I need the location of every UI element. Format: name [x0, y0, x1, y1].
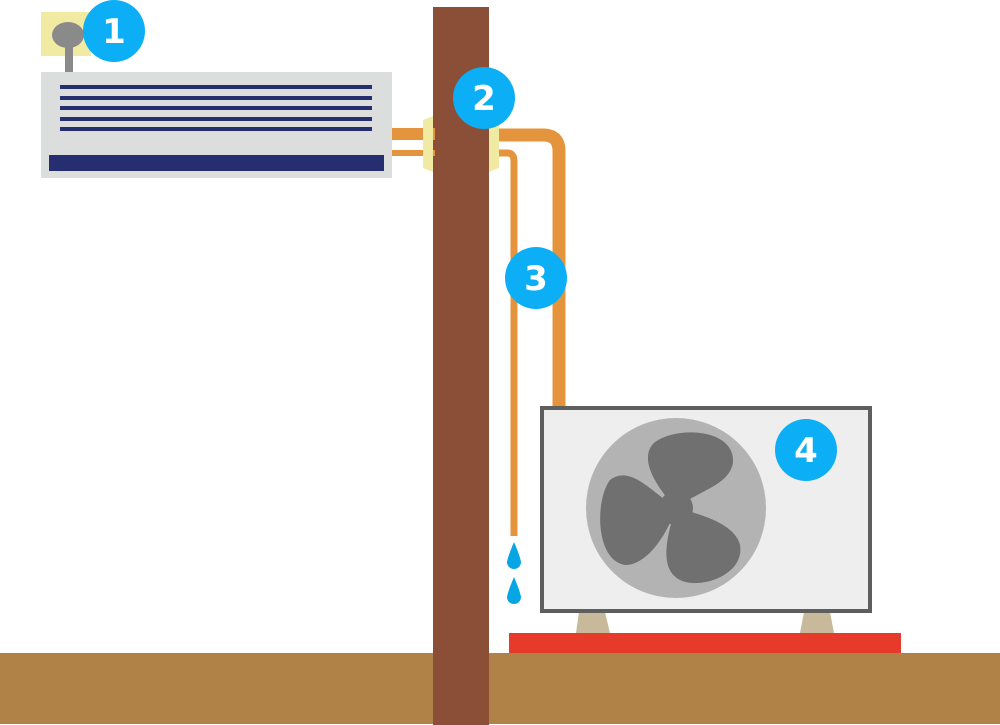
- vent-slat: [60, 96, 372, 100]
- callout-number: 2: [472, 79, 496, 119]
- callout-number: 3: [524, 259, 548, 299]
- stand-foot-left: [576, 612, 610, 633]
- water-drop-icon: [507, 577, 521, 604]
- vent-slat: [60, 85, 372, 89]
- callout-number: 4: [794, 431, 818, 471]
- power-cord: [65, 44, 73, 74]
- drain-pipe-indoor: [391, 150, 435, 156]
- callout-number: 1: [102, 12, 126, 52]
- drain-pipe: [499, 149, 518, 536]
- callout-badge-4: 4: [775, 419, 837, 481]
- vent-slat: [60, 106, 372, 110]
- indoor-unit-vents: [60, 85, 372, 131]
- wall-pipe-sleeve-outdoor: [489, 116, 499, 172]
- fan-icon: [600, 432, 741, 584]
- base-pad: [509, 633, 901, 653]
- indoor-unit-louver: [49, 155, 384, 171]
- plug-icon: [52, 22, 84, 48]
- fan-hub: [659, 491, 693, 525]
- wall-pipe-sleeve-indoor: [423, 116, 433, 172]
- refrigerant-pipe: [499, 128, 566, 408]
- water-drop-icon: [507, 542, 521, 569]
- fan-blade: [600, 475, 676, 565]
- stand-foot-right: [800, 612, 834, 633]
- callout-badge-3: 3: [505, 247, 567, 309]
- vent-slat: [60, 117, 372, 121]
- fan-blade: [666, 508, 741, 584]
- vent-slat: [60, 127, 372, 131]
- callout-badge-2: 2: [453, 67, 515, 129]
- fan-blade: [647, 432, 734, 508]
- ground: [0, 653, 1000, 724]
- callout-badge-1: 1: [83, 0, 145, 62]
